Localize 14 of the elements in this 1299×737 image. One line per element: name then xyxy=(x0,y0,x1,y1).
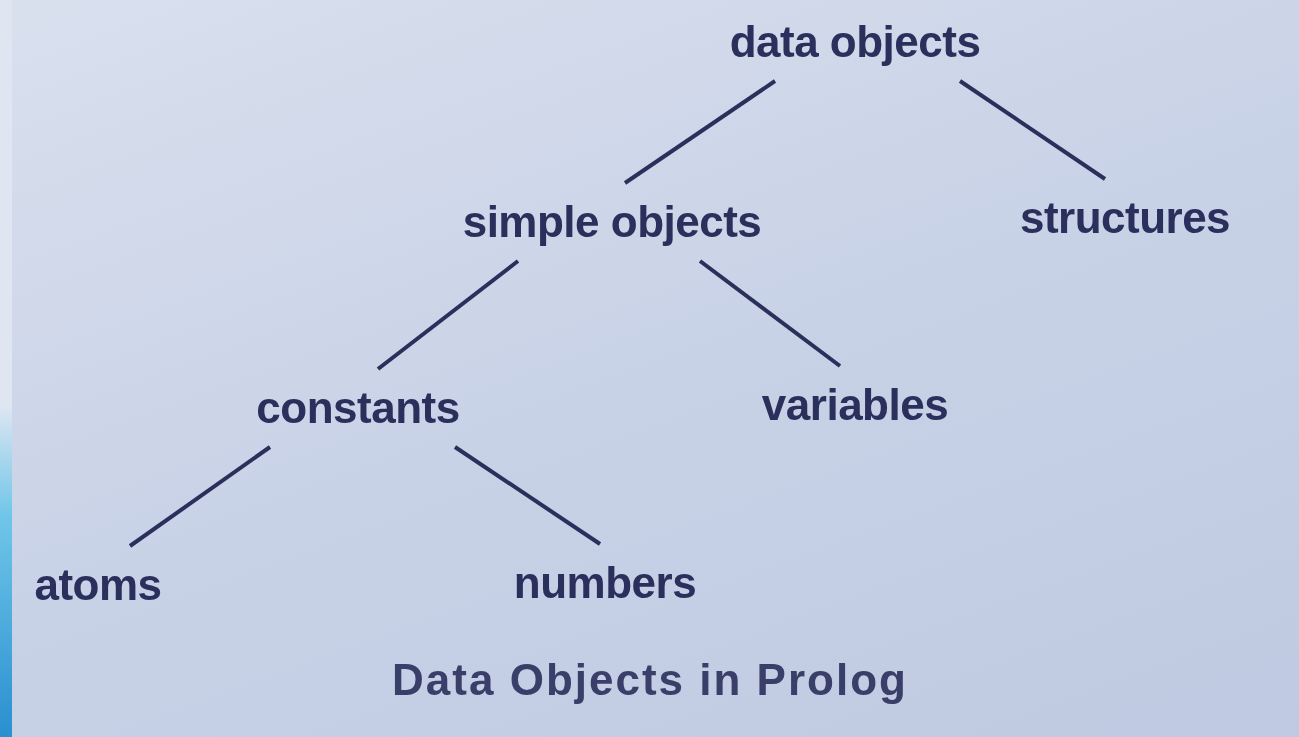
connector-line xyxy=(376,259,520,371)
connector-line xyxy=(623,79,777,185)
connector-line xyxy=(958,79,1107,181)
caption: Data Objects in Prolog xyxy=(392,655,908,705)
node-label: variables xyxy=(761,380,949,430)
connector-line xyxy=(698,259,842,368)
node-label: constants xyxy=(256,383,460,433)
node-label: atoms xyxy=(34,560,162,610)
node-label: simple objects xyxy=(462,197,762,247)
node-label: data objects xyxy=(729,17,981,67)
node-label: numbers xyxy=(513,558,697,608)
connector-line xyxy=(453,445,602,546)
connector-line xyxy=(128,445,272,548)
node-label: structures xyxy=(1019,193,1231,243)
